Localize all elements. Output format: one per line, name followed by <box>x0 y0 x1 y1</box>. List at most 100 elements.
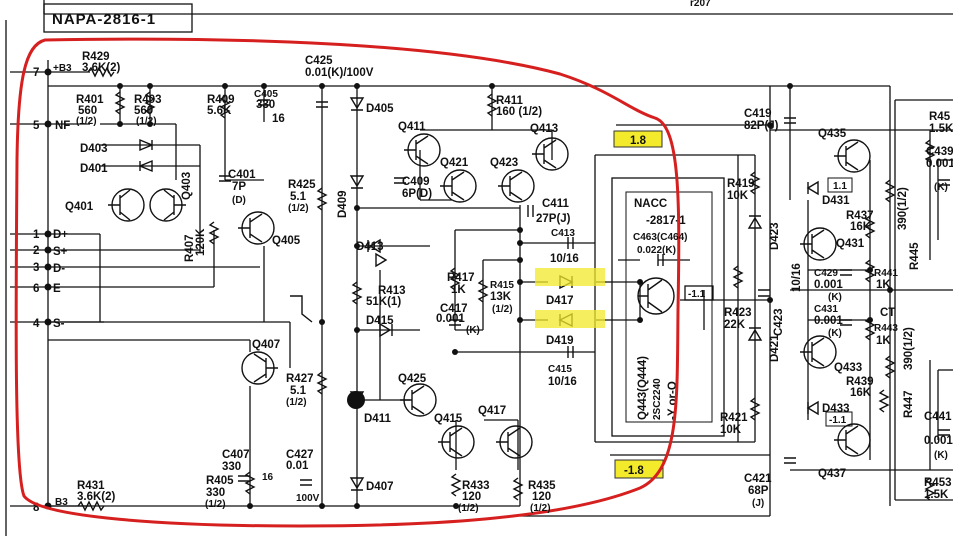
pin-4-number: 4 <box>33 318 40 330</box>
voltage-neg: -1.8 <box>624 465 644 477</box>
c441-ref: C441 <box>924 411 952 423</box>
q407-label: Q407 <box>252 339 280 351</box>
r405-tol: (1/2) <box>205 499 226 510</box>
r407-ref: R407 <box>184 235 196 263</box>
r437-val: 16K <box>850 221 872 233</box>
voltage-highlights: 1.8 -1.8 <box>535 130 664 479</box>
c429-v: (K) <box>828 292 842 303</box>
r425-val: 5.1 <box>290 191 307 203</box>
c419-ref: C419 <box>744 108 772 120</box>
c423-val: 10/16 <box>791 263 803 292</box>
capacitor-symbols <box>219 99 950 486</box>
d405-label: D405 <box>366 103 394 115</box>
nacc-label: NACC <box>634 198 667 210</box>
pin-6-name: E <box>53 283 61 295</box>
r439-ref: R439 <box>846 376 874 388</box>
d415-label: D415 <box>366 315 394 327</box>
d431-label: D431 <box>822 195 850 207</box>
r415-tol: (1/2) <box>492 304 513 315</box>
r453-val: 1.5K <box>924 489 949 501</box>
r453-ref: R453 <box>924 477 952 489</box>
r419-ref: R419 <box>727 178 755 190</box>
r45x-ref: R45 <box>929 111 951 123</box>
r441-val: 1K <box>876 279 891 291</box>
c429-ref: C429 <box>814 268 838 279</box>
nacc-voltage: -1.1 <box>688 289 706 300</box>
r415-val: 13K <box>490 291 512 303</box>
transistor-symbols <box>108 133 871 459</box>
r45x-val: 1.5K <box>929 123 953 135</box>
diode-labels: D403 D401 D405 D409 D413 D415 D411 D407 … <box>80 103 850 493</box>
c421-ref: C421 <box>744 473 772 485</box>
d407-label: D407 <box>366 481 394 493</box>
top-fragment-label: r207 <box>690 0 711 9</box>
c405-val: 330 <box>256 99 275 111</box>
nacc-part: -2817-1 <box>646 215 686 227</box>
q403-label: Q403 <box>181 172 193 200</box>
r403-tol: (1/2) <box>136 116 157 127</box>
d423-label: D423 <box>769 223 781 251</box>
c413-ref: C413 <box>551 228 575 239</box>
c413-val: 10/16 <box>550 253 579 265</box>
r413-ref: R413 <box>378 285 406 297</box>
c401-val: 7P <box>232 181 246 193</box>
r447-val: 390(1/2) <box>903 327 915 370</box>
r447-ref: R447 <box>903 391 915 419</box>
connector-pins: 7 +B3 5 NF 1 D+ 2 S+ 3 D- 6 E 4 S- 8 B3 <box>10 60 100 514</box>
d401-label: D401 <box>80 163 108 175</box>
c407-v: 16 <box>262 472 274 483</box>
c401-v: (D) <box>232 195 246 206</box>
q437-voltage: -1.1 <box>829 415 847 426</box>
d411-label: D411 <box>364 413 391 425</box>
pin-8-name: B3 <box>55 497 68 508</box>
q443-label: Q443(Q444) <box>637 356 649 420</box>
r433-tol: (1/2) <box>458 503 479 514</box>
r443-ref: R443 <box>874 323 898 334</box>
c429-val: 0.001 <box>814 279 843 291</box>
r417-val: 1K <box>451 284 466 296</box>
r421-ref: R421 <box>720 412 748 424</box>
c421-v: (J) <box>752 498 764 509</box>
d413-label: D413 <box>356 241 384 253</box>
highlight-neg-1-8 <box>614 459 664 479</box>
c417-ref: C417 <box>440 303 468 315</box>
d421-label: D421 <box>769 334 781 362</box>
q435-voltage: 1.1 <box>833 181 847 192</box>
c425-val: 0.01(K)/100V <box>305 67 374 79</box>
r409-ref: R409 <box>207 94 235 106</box>
q421-label: Q421 <box>440 157 469 169</box>
r411-ref: R411 <box>496 95 523 107</box>
r435-tol: (1/2) <box>530 503 551 514</box>
c439-ref: C439 <box>926 146 953 158</box>
main-wiring <box>48 85 953 517</box>
c401-ref: C401 <box>228 169 256 181</box>
r441-ref: R441 <box>874 268 898 279</box>
c463-val: 0.022(K) <box>637 245 676 256</box>
r433-val: 120 <box>462 491 481 503</box>
r435-ref: R435 <box>528 480 556 492</box>
c439-v: (K) <box>934 182 948 193</box>
r413-val: 51K(1) <box>366 296 401 308</box>
r403-val: 560 <box>134 105 153 117</box>
c431-ref: C431 <box>814 304 838 315</box>
c439-val: 0.001 <box>926 158 953 170</box>
r423-ref: R423 <box>724 307 752 319</box>
pin-3-number: 3 <box>33 262 39 274</box>
c419-val: 82P(J) <box>744 120 779 132</box>
c427-v: 100V <box>296 493 320 504</box>
nacc-module: NACC -2817-1 -1.1 Q443(Q444) 2SC2240 -Y … <box>611 177 725 437</box>
c427-val: 0.01 <box>286 460 309 472</box>
misc-voltage-labels: 1.1 -1.1 CT <box>825 177 895 427</box>
c441-val: 0.001 <box>924 435 953 447</box>
r419-val: 10K <box>727 190 749 202</box>
r431-val: 3.6K(2) <box>77 491 116 503</box>
c463-ref: C463(C464) <box>633 232 687 243</box>
c415-ref: C415 <box>548 364 572 375</box>
red-outline-circle <box>14 37 681 528</box>
r405-val: 330 <box>206 487 225 499</box>
r429-ref: R429 <box>82 51 110 63</box>
c411-ref: C411 <box>542 198 569 210</box>
r437-ref: R437 <box>846 210 874 222</box>
r435-val: 120 <box>532 491 551 503</box>
r445-val: 390(1/2) <box>897 187 909 230</box>
